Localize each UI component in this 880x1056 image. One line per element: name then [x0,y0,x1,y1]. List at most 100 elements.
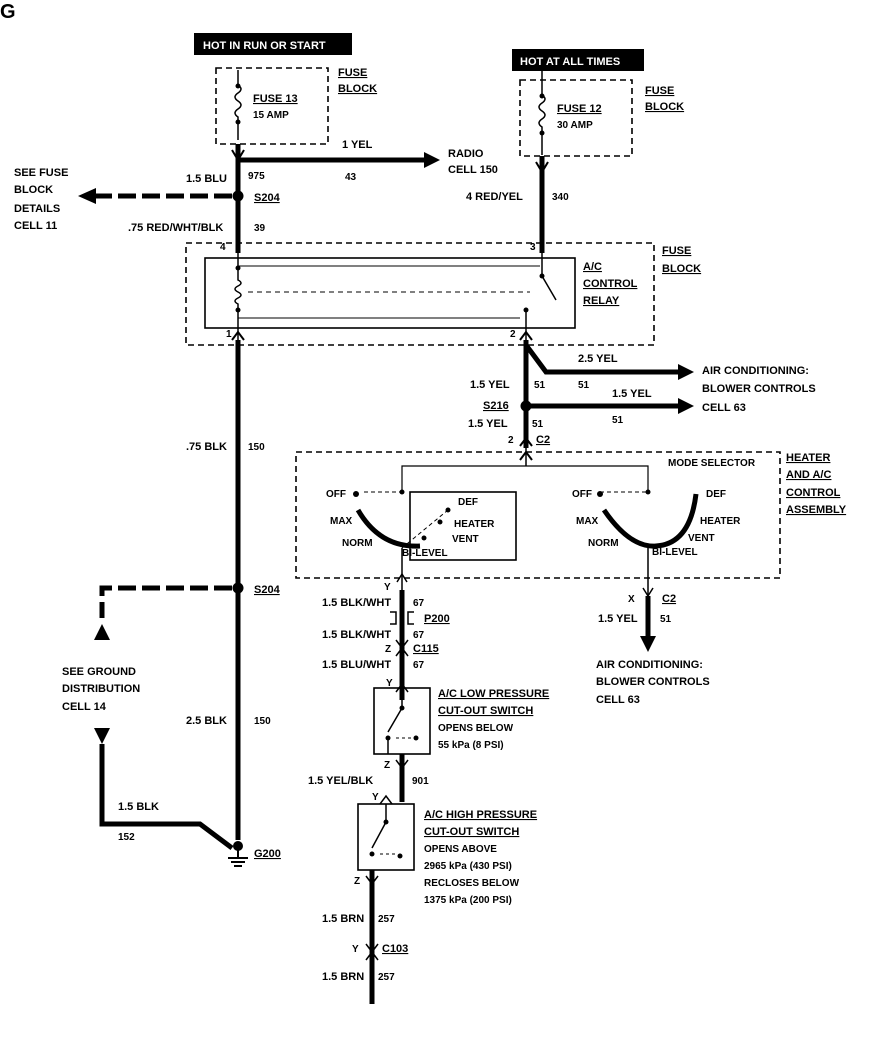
see-fuse-arrow [78,188,96,204]
wire-51b-circuit: 51 [534,380,546,391]
aircon-1b-arrow [678,398,694,414]
wire-340-circuit: 340 [552,192,569,203]
aircon-1-l3: CELL 63 [702,402,746,414]
wire-150-mid-circuit: 150 [254,716,271,727]
high-press-l2: CUT-OUT SWITCH [424,826,519,838]
sw-left-heater: HEATER [454,519,495,530]
aircon-2-l1: AIR CONDITIONING: [596,659,703,671]
wire-51c-gauge: 1.5 YEL [612,388,652,400]
see-ground-l2: DISTRIBUTION [62,683,140,695]
hot-all-times-box [512,49,644,71]
high-press-l6: 1375 kPa (200 PSI) [424,895,512,906]
fuse12-name: FUSE 12 [557,103,602,115]
fuse12-box [519,79,633,157]
splice-s216-label: S216 [483,400,509,412]
see-fuse-l3: DETAILS [14,203,60,215]
wire-901-circuit: 901 [412,776,429,787]
conn-y-1: Y [384,582,391,593]
radio-label-1: RADIO [448,148,484,160]
aircon-1-l1: AIR CONDITIONING: [702,365,809,377]
fuse13-box [215,67,329,145]
low-press-l1: A/C LOW PRESSURE [438,688,549,700]
sw-right-max: MAX [576,516,599,527]
aircon-2-arrow [640,636,656,652]
ground-dist-arrow-down [94,728,110,744]
wire-67c-circuit: 67 [413,660,425,671]
wire-150-mid-gauge: 2.5 BLK [186,715,227,727]
radio-circuit: 43 [345,172,357,183]
wire-975-gauge: 1.5 BLU [186,173,227,185]
conn-x: X [628,594,635,605]
relay-pin3: 3 [530,242,536,253]
relay-label-1: A/C [583,261,602,273]
conn-c115: C115 [413,643,439,655]
relay-pin2: 2 [510,329,516,340]
relay-label-3: RELAY [583,295,620,307]
see-fuse-l4: CELL 11 [14,220,57,232]
see-ground-l1: SEE GROUND [62,666,136,678]
mode-arc-right [601,493,699,549]
wire-51b-gauge: 1.5 YEL [470,379,510,391]
conn-c103: C103 [382,943,408,955]
wire-51d-circuit: 51 [532,419,544,430]
mode-selector-label: MODE SELECTOR [668,458,756,469]
wire-257a-circuit: 257 [378,914,395,925]
corner-label: G [0,1,16,23]
conn-z-2: Z [384,760,390,771]
wire-257b-gauge: 1.5 BRN [322,971,364,983]
wire-51e-gauge: 1.5 YEL [598,613,638,625]
see-fuse-l2: BLOCK [14,184,53,196]
wire-150-top-gauge: .75 BLK [186,441,227,453]
wire-67a-circuit: 67 [413,598,425,609]
high-press-l5: RECLOSES BELOW [424,878,520,889]
fuse-block-label-2a: FUSE [645,85,674,97]
wire-901-gauge: 1.5 YEL/BLK [308,775,373,787]
high-press-l1: A/C HIGH PRESSURE [424,809,537,821]
heater-l2: AND A/C [786,469,831,481]
hot-run-start-box [194,33,352,55]
hot-run-start-label: HOT IN RUN OR START [203,40,326,52]
wire-51a-circuit: 51 [578,380,590,391]
wire-152-gauge: 1.5 BLK [118,801,159,813]
wire-67b-circuit: 67 [413,630,425,641]
wire-51d-gauge: 1.5 YEL [468,418,508,430]
sw-left-bilevel: BI-LEVEL [402,548,448,559]
wire-257b-circuit: 257 [378,972,395,983]
sw-left-vent: VENT [452,534,479,545]
sw-right-off: OFF [572,489,592,500]
ground-g200-label: G200 [254,848,281,860]
relay-fuse-block-outline [185,242,655,346]
conn-c2-pin: 2 [508,435,514,446]
wire-67a-gauge: 1.5 BLK/WHT [322,597,391,609]
sw-right-bilevel: BI-LEVEL [652,547,698,558]
high-press-l4: 2965 kPa (430 PSI) [424,861,512,872]
wire-67b-gauge: 1.5 BLK/WHT [322,629,391,641]
conn-z-1: Z [385,644,391,655]
sw-right-def: DEF [706,489,726,500]
wire-51c-circuit: 51 [612,415,624,426]
relay-pin4: 4 [220,242,226,253]
sw-left-off: OFF [326,489,346,500]
heater-l1: HEATER [786,452,830,464]
wire-340-gauge: 4 RED/YEL [466,191,523,203]
relay-label-2: CONTROL [583,278,638,290]
wire-975-circuit: 975 [248,171,265,182]
conn-y-3: Y [372,792,379,803]
conn-p200: P200 [424,613,450,625]
fuse-block-label-3a: FUSE [662,245,691,257]
splice-s204-mid-label: S204 [254,584,281,596]
low-press-l2: CUT-OUT SWITCH [438,705,533,717]
mode-arc-left [355,508,421,549]
sw-right-norm: NORM [588,538,619,549]
radio-arrow [424,152,440,168]
fuse-block-label-3b: BLOCK [662,263,701,275]
low-press-l3: OPENS BELOW [438,723,514,734]
fuse12-rating: 30 AMP [557,120,593,131]
fuse12-element [538,70,546,155]
see-ground-l3: CELL 14 [62,701,107,713]
conn-c2-b: C2 [662,593,676,605]
conn-y-4: Y [352,944,359,955]
radio-label-2: CELL 150 [448,164,498,176]
radio-wire: 1 YEL [342,139,373,151]
conn-c2-label: C2 [536,434,550,446]
